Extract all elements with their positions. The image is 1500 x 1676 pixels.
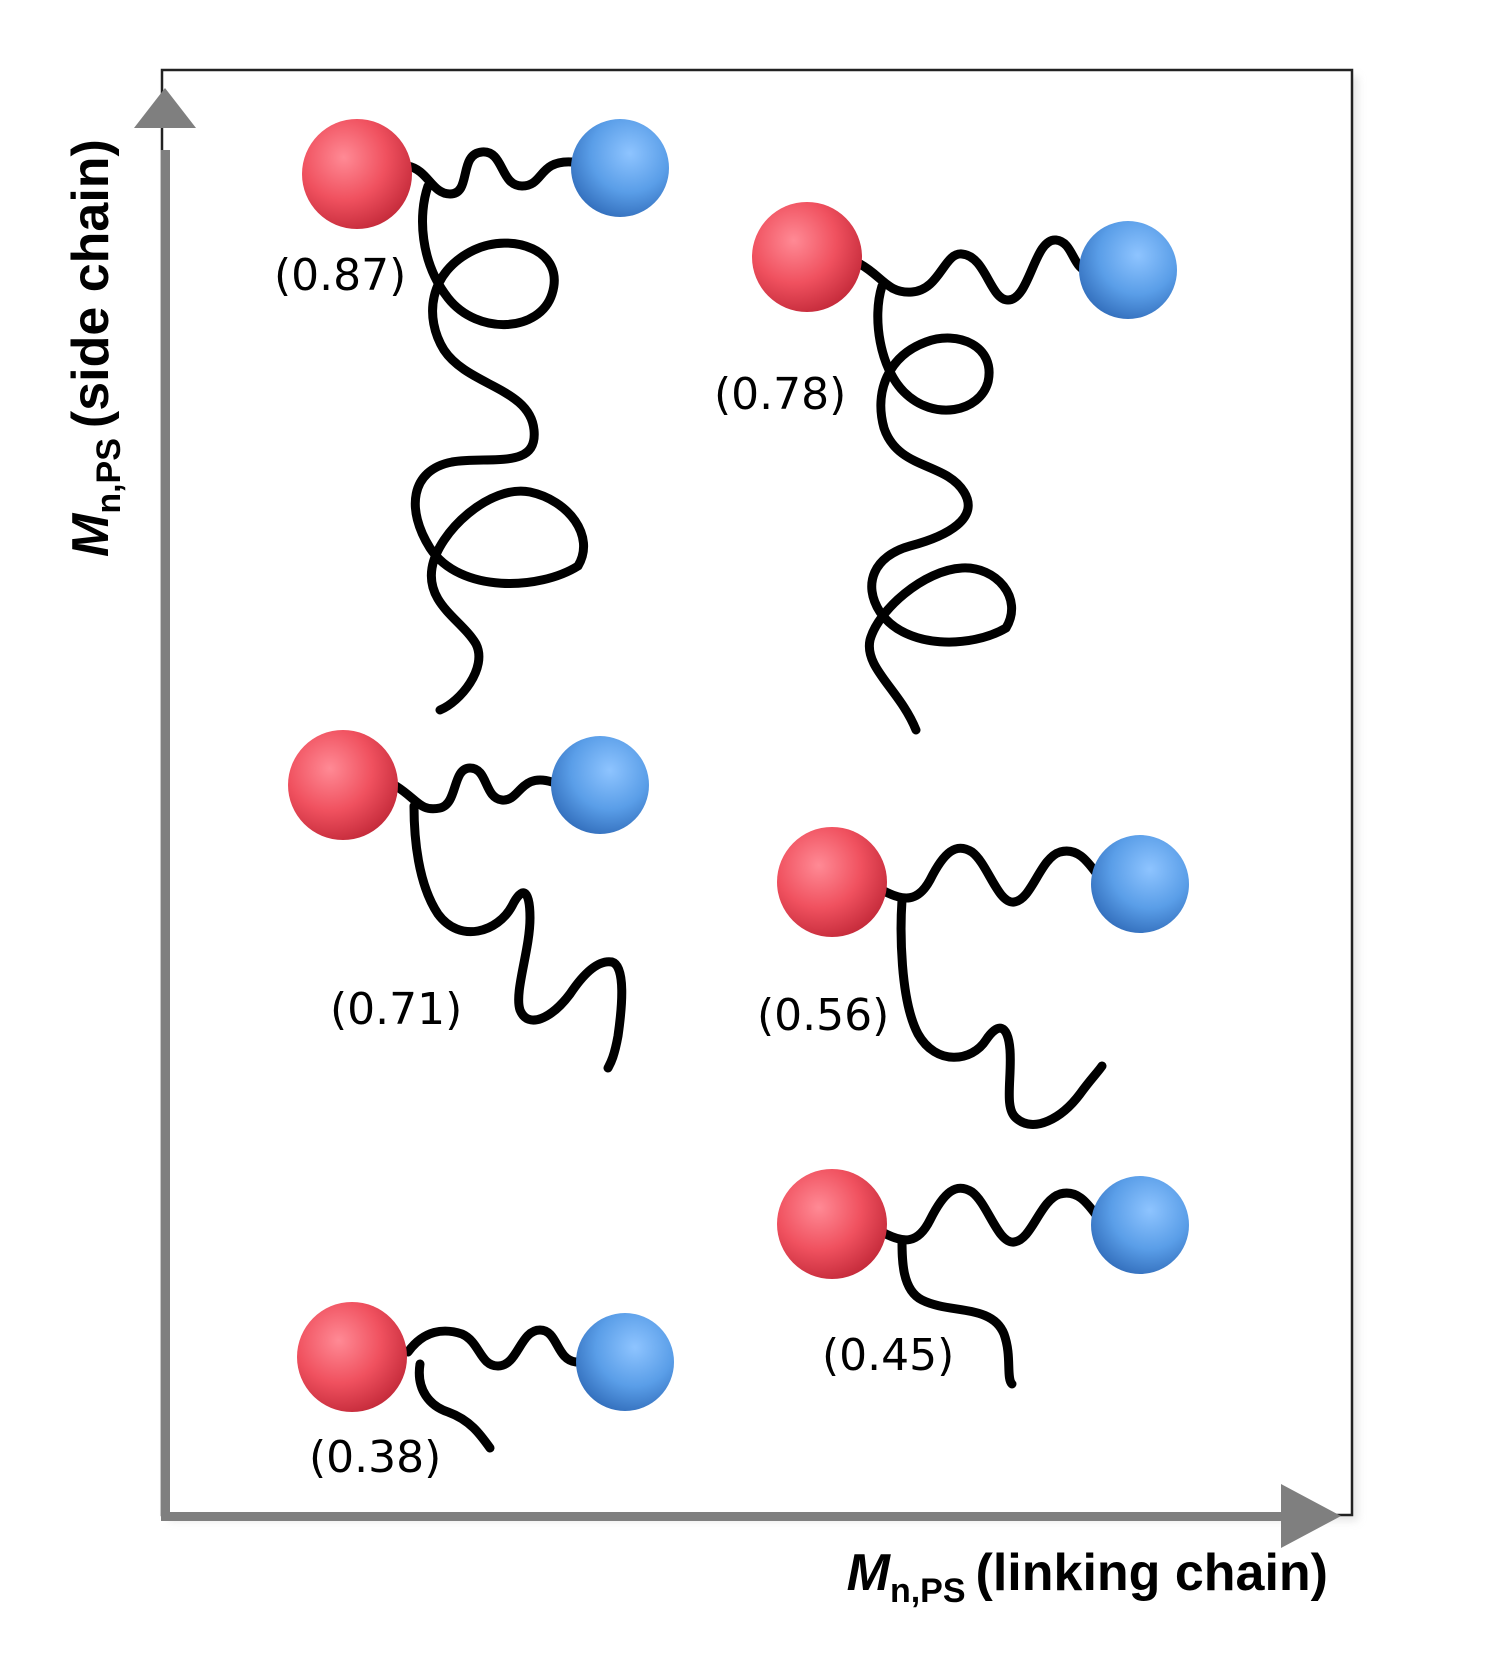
blue-sphere xyxy=(1079,221,1177,319)
y-axis-text: (side chain) xyxy=(62,139,120,428)
red-sphere xyxy=(302,119,412,229)
red-sphere xyxy=(297,1302,407,1412)
side-chain xyxy=(410,181,588,715)
x-axis-arrow xyxy=(161,1484,1341,1548)
molecule-middle-right: (0.56) xyxy=(757,827,1189,1129)
side-chain xyxy=(414,1359,495,1453)
value-label: (0.71) xyxy=(330,984,462,1035)
linking-chain xyxy=(877,843,1107,907)
side-chain xyxy=(864,281,1016,735)
molecule-bottom-left: (0.38) xyxy=(297,1302,674,1483)
linking-chain xyxy=(855,235,1095,305)
red-sphere xyxy=(777,827,887,937)
linking-chain xyxy=(391,763,557,814)
x-axis-symbol: M xyxy=(847,1544,892,1602)
x-axis-subscript: n,PS xyxy=(890,1572,966,1610)
value-label: (0.56) xyxy=(757,990,889,1041)
blue-sphere xyxy=(551,736,649,834)
x-axis-title: Mn,PS (linking chain) xyxy=(847,1544,1328,1610)
side-chain xyxy=(409,801,627,1073)
blue-sphere xyxy=(1091,1176,1189,1274)
value-label: (0.38) xyxy=(309,1432,441,1483)
molecule-bottom-right: (0.45) xyxy=(777,1169,1189,1389)
side-chain xyxy=(896,895,1107,1129)
y-axis-symbol: M xyxy=(62,512,120,557)
value-label: (0.45) xyxy=(822,1330,954,1381)
molecule-top-left: (0.87) xyxy=(274,119,669,715)
blue-sphere xyxy=(571,119,669,217)
linking-chain xyxy=(403,1325,581,1371)
red-sphere xyxy=(752,202,862,312)
y-axis-subscript: n,PS xyxy=(90,438,128,514)
value-label: (0.87) xyxy=(274,250,406,301)
blue-sphere xyxy=(1091,835,1189,933)
value-label: (0.78) xyxy=(714,369,846,420)
y-axis-title: Mn,PS (side chain) xyxy=(62,139,128,557)
linking-chain xyxy=(403,147,577,199)
side-chain xyxy=(897,1235,1017,1389)
molecule-top-right: (0.78) xyxy=(714,202,1177,735)
blue-sphere xyxy=(576,1313,674,1411)
y-axis-arrow xyxy=(134,88,196,1520)
molecule-middle-left: (0.71) xyxy=(288,730,649,1073)
red-sphere xyxy=(288,730,398,840)
x-axis-text: (linking chain) xyxy=(976,1544,1328,1602)
red-sphere xyxy=(777,1169,887,1279)
linking-chain xyxy=(877,1183,1107,1247)
